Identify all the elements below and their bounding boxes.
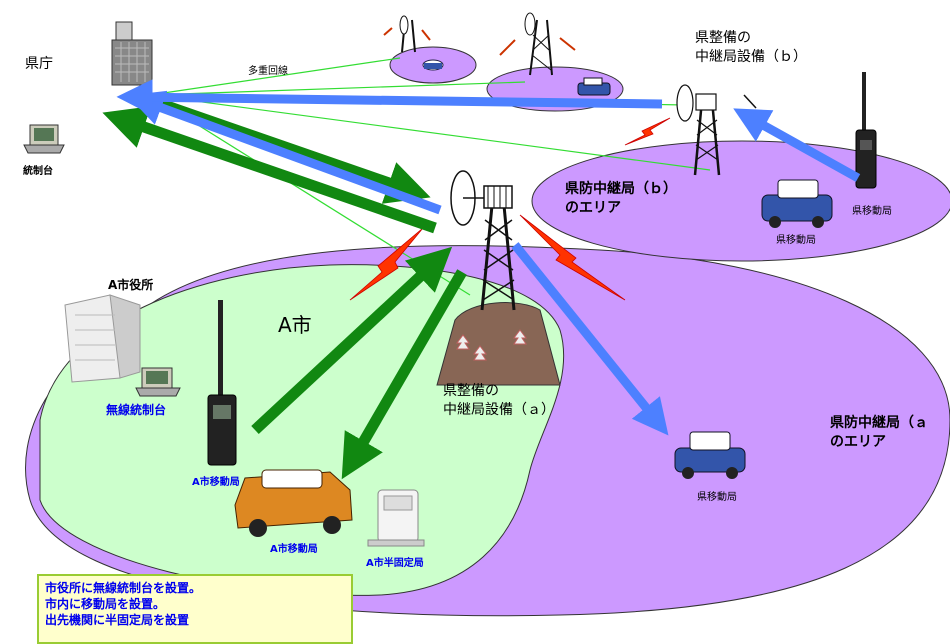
area-a-label-line2: のエリア bbox=[830, 434, 886, 450]
relay-tower-b-icon bbox=[676, 84, 757, 176]
relay-a-title-line2: 中継局設備（ａ） bbox=[443, 402, 555, 418]
note-line: 市内に移動局を設置。 bbox=[45, 597, 166, 611]
relay-tower-a-icon bbox=[450, 170, 516, 311]
blue-arrows bbox=[116, 79, 861, 436]
hill bbox=[436, 302, 561, 386]
semi-fixed-station-icon bbox=[367, 489, 425, 547]
city-semi-fixed-label: A市半固定局 bbox=[366, 558, 424, 569]
prefectural-office-label: 県庁 bbox=[25, 56, 53, 72]
control-console-icon bbox=[23, 124, 65, 154]
city-mobile-car-label: A市移動局 bbox=[270, 544, 318, 555]
relay-a-title-line1: 県整備の bbox=[443, 383, 499, 399]
wireless-console-label: 無線統制台 bbox=[106, 403, 167, 417]
city-a-label: A市 bbox=[278, 313, 312, 337]
relay-b-title-line2: 中継局設備（ｂ） bbox=[695, 49, 807, 65]
area-b-label-line1: 県防中継局（ｂ） bbox=[565, 181, 677, 197]
city-hall-building-icon bbox=[64, 294, 141, 383]
radio-wave-icon bbox=[349, 117, 671, 301]
small-tower-icon bbox=[499, 12, 576, 76]
handheld-radio-icon bbox=[207, 300, 237, 466]
control-console-label: 統制台 bbox=[23, 166, 53, 177]
patrol-car-icon bbox=[761, 179, 833, 228]
wireless-console-icon bbox=[135, 367, 181, 397]
pref-mobile-label: 県移動局 bbox=[697, 492, 737, 503]
multiplex-line-label: 多重回線 bbox=[248, 66, 288, 77]
note-box: 市役所に無線統制台を設置。 市内に移動局を設置。 出先機関に半固定局を設置 bbox=[37, 574, 353, 644]
patrol-car-icon bbox=[674, 431, 746, 479]
relay-b-title-line1: 県整備の bbox=[695, 30, 751, 46]
pref-mobile-label: 県移動局 bbox=[776, 235, 816, 246]
note-line: 市役所に無線統制台を設置。 bbox=[45, 581, 202, 595]
prefectural-office-building-icon bbox=[111, 21, 153, 86]
note-line: 出先機関に半固定局を設置 bbox=[45, 613, 190, 627]
city-mobile-handheld-label: A市移動局 bbox=[192, 477, 240, 488]
patrol-car-icon bbox=[577, 77, 611, 96]
city-hall-label: A市役所 bbox=[108, 278, 154, 292]
small-tower-icon bbox=[383, 15, 431, 53]
handheld-radio-icon bbox=[855, 72, 877, 189]
pref-mobile-label: 県移動局 bbox=[852, 206, 892, 217]
area-a-label-line1: 県防中継局（ａ bbox=[830, 415, 928, 431]
city-car-icon bbox=[234, 469, 353, 537]
area-b-label-line2: のエリア bbox=[565, 200, 621, 216]
patrol-car-icon bbox=[422, 59, 444, 71]
tree-icon bbox=[456, 329, 527, 361]
